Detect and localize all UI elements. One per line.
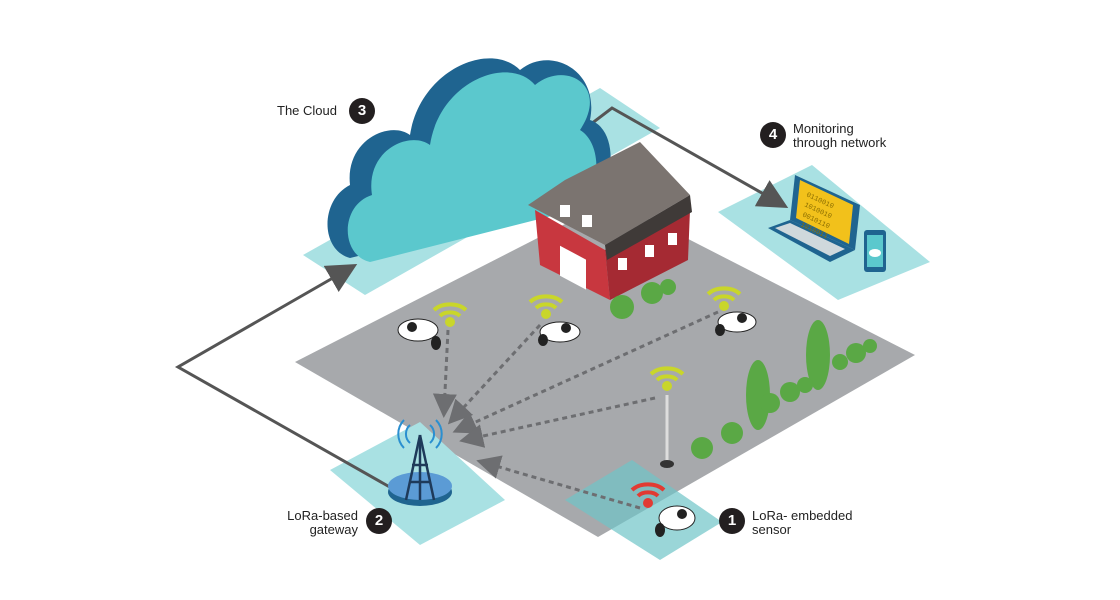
cow-icon	[715, 311, 757, 336]
gateway-tower-icon	[388, 419, 452, 506]
sensor-label: LoRa- embedded sensor	[752, 509, 852, 537]
cow-icon	[655, 505, 696, 537]
gateway-label-line2: gateway	[309, 522, 358, 537]
step-4-badge: 4	[760, 122, 786, 148]
wifi-icon	[528, 294, 564, 319]
cloud-label: The Cloud	[277, 103, 337, 118]
gateway-to-cloud-arrow	[174, 264, 396, 492]
wifi-icon	[649, 366, 685, 391]
trees	[610, 279, 877, 459]
sensor-plate	[565, 460, 722, 560]
monitoring-label: Monitoring through network	[793, 122, 886, 150]
wifi-icons	[432, 286, 742, 508]
barn	[528, 142, 692, 300]
cow-icon	[538, 321, 581, 346]
wifi-icon	[432, 302, 468, 327]
cows	[397, 311, 757, 537]
cow-icon	[397, 318, 441, 350]
sensor-label-line2: sensor	[752, 522, 792, 537]
step-2-badge: 2	[366, 508, 392, 534]
farm-ground	[295, 200, 915, 537]
laptop-icon: 0110010 1010010 0010110 1010011	[768, 175, 860, 262]
monitoring-label-line2: through network	[793, 135, 887, 150]
gateway-label: LoRa-based gateway	[286, 509, 358, 537]
gateway-label-line1: LoRa-based	[287, 508, 358, 523]
monitoring-label-line1: Monitoring	[793, 121, 854, 136]
step-1-badge: 1	[719, 508, 745, 534]
wifi-icon	[706, 286, 742, 311]
step-3-badge: 3	[349, 98, 375, 124]
sensor-label-line1: LoRa- embedded	[752, 508, 853, 523]
phone-icon	[864, 230, 886, 272]
wifi-icon-active	[630, 482, 666, 508]
signal-lines	[432, 310, 719, 510]
